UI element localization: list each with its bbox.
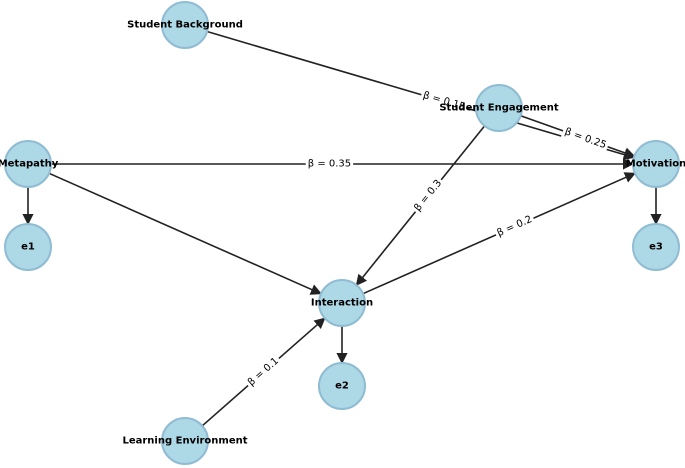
- node-circle: [632, 140, 680, 188]
- node-label-student-engagement: Student Engagement: [439, 103, 559, 114]
- node-circle: [161, 1, 209, 49]
- node-label-learning-environment: Learning Environment: [122, 436, 247, 447]
- edge-label-met-mot: β = 0.35: [305, 157, 354, 171]
- edge-label-text: β = 0.2: [496, 214, 534, 239]
- node-metapathy: [4, 140, 52, 188]
- nodes: [4, 1, 680, 465]
- node-motivation: [632, 140, 680, 188]
- node-e1: [4, 223, 52, 271]
- node-label-interaction: Interaction: [311, 298, 373, 309]
- node-circle: [318, 279, 366, 327]
- edge-label-background: [419, 88, 469, 115]
- node-label-motivation: Motivation: [626, 159, 685, 170]
- edge-label-text: β = 0.3: [412, 178, 444, 214]
- edge-label-background: [493, 212, 537, 241]
- node-label-student-background: Student Background: [127, 20, 243, 31]
- node-label-metapathy: Metapathy: [0, 159, 59, 170]
- node-circle: [4, 223, 52, 271]
- edge-label-text: β = 0.35: [308, 159, 351, 170]
- node-circle: [318, 362, 366, 410]
- edge-label-le-int: β = 0.1: [243, 353, 284, 391]
- node-student-background: [161, 1, 209, 49]
- edge-metapathy-to-interaction: [48, 172, 322, 295]
- edge-label-background: [243, 353, 284, 391]
- node-circle: [4, 140, 52, 188]
- node-learning-environment: [161, 417, 209, 465]
- node-circle: [632, 223, 680, 271]
- edge-label-eng-mot: β = 0.25: [560, 124, 610, 153]
- edge-label-int-mot: β = 0.2: [493, 212, 537, 241]
- node-circle: [161, 417, 209, 465]
- edge-label-eng-int: β = 0.3: [410, 175, 447, 216]
- edge-label-background: [410, 175, 447, 216]
- node-e2: [318, 362, 366, 410]
- node-e3: [632, 223, 680, 271]
- node-label-e2: e2: [335, 381, 349, 392]
- edge-label-background: [305, 157, 354, 171]
- node-interaction: [318, 279, 366, 327]
- node-label-e1: e1: [21, 242, 35, 253]
- node-circle: [475, 84, 523, 132]
- edge-label-background: [560, 124, 610, 153]
- edge-label-text: β = 0.1: [246, 356, 281, 389]
- node-student-engagement: [475, 84, 523, 132]
- edge-label-text: β = 0.25: [563, 126, 608, 151]
- node-label-e3: e3: [649, 242, 663, 253]
